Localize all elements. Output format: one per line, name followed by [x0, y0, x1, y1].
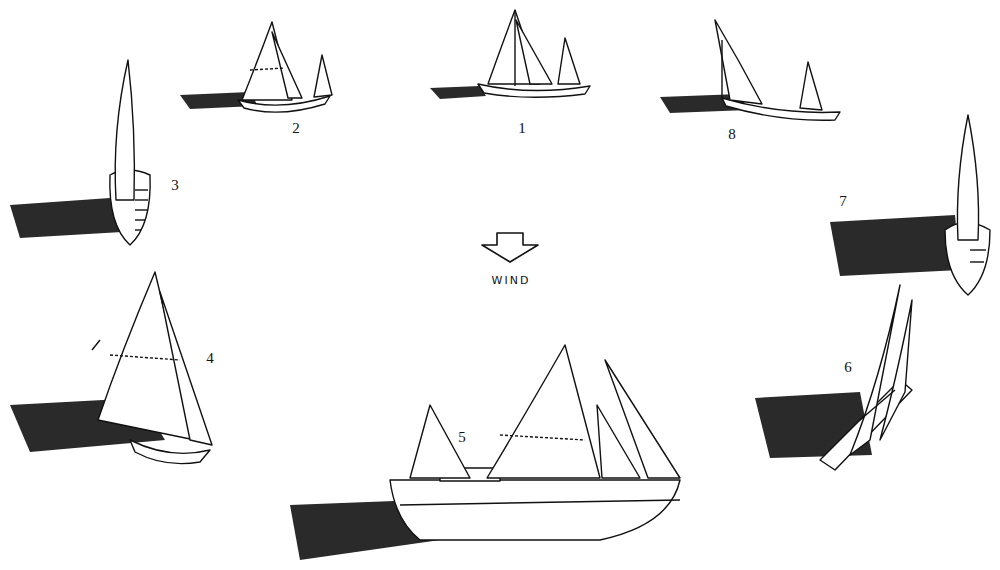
sailboat	[10, 60, 150, 245]
callout-number: 2	[292, 121, 300, 136]
callout-number: 6	[844, 360, 852, 375]
callout-number: 5	[458, 430, 466, 445]
callout-number: 3	[171, 178, 179, 193]
callout-number: 8	[728, 127, 736, 142]
wind-label: WIND	[492, 275, 531, 286]
sailboat	[755, 285, 912, 470]
sailboat	[10, 272, 212, 464]
sailboat	[660, 20, 840, 120]
sailboat	[180, 22, 332, 112]
wind-arrow	[482, 233, 538, 262]
callout-number: 7	[839, 194, 847, 209]
callout-number: 1	[518, 121, 526, 136]
sailboat	[830, 115, 990, 295]
sailboat	[290, 345, 680, 560]
sailboat	[430, 10, 590, 99]
callout-number: 4	[206, 351, 214, 366]
